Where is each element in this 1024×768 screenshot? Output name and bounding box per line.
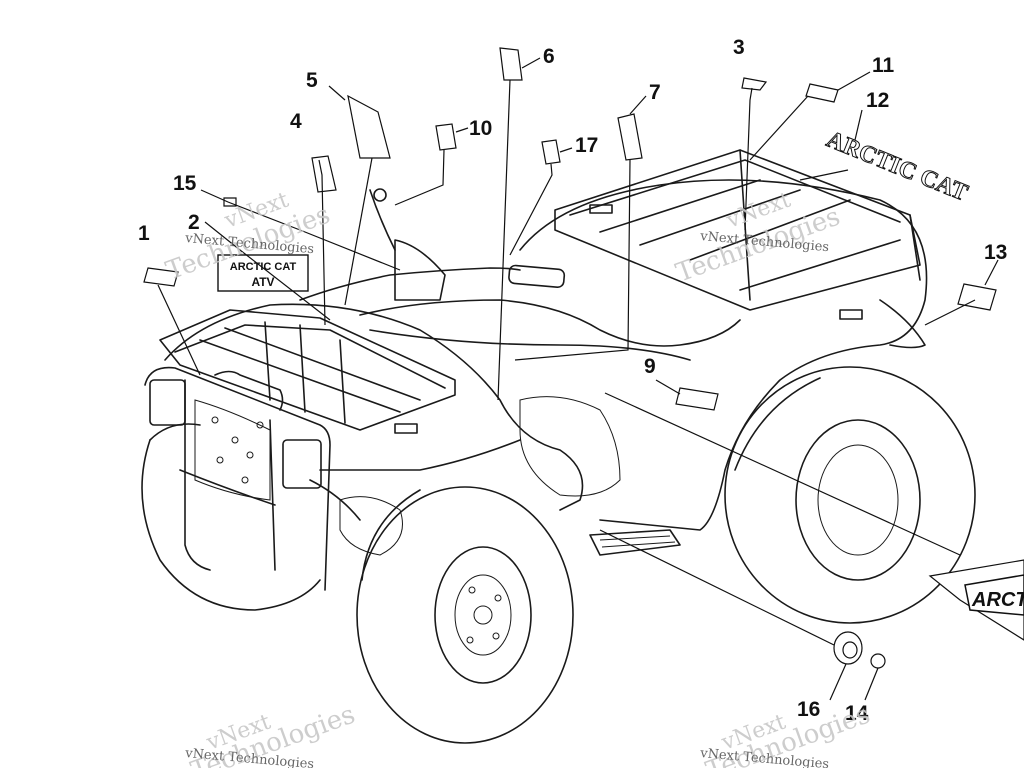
rear-wheel [724, 366, 976, 624]
callout-7: 7 [649, 81, 661, 104]
decal-4 [311, 155, 337, 193]
front-bumper [144, 366, 331, 591]
footrest [339, 396, 681, 556]
callout-5: 5 [306, 69, 318, 92]
callout-1: 1 [138, 222, 150, 245]
decal-14 [870, 653, 886, 669]
callout-4: 4 [290, 110, 302, 133]
decal-6 [499, 47, 523, 81]
decal-12-arctic-cat: ARCTIC CAT [823, 126, 971, 206]
decal-5 [347, 94, 391, 159]
callout-15: 15 [173, 172, 197, 195]
decal-3 [741, 77, 768, 91]
decal-10 [435, 123, 457, 151]
decal-2-line-1: ARCTIC CAT [230, 261, 297, 273]
atv-illustration [141, 149, 976, 744]
callout-16: 16 [797, 698, 820, 721]
handlebar [299, 188, 566, 301]
callout-12: 12 [866, 89, 889, 112]
callout-3: 3 [733, 36, 745, 59]
callout-6: 6 [543, 45, 555, 68]
decal-side-text: ARCTIC [971, 589, 1024, 611]
callout-13: 13 [984, 241, 1007, 264]
decal-side-arctic: ARCTIC [928, 559, 1024, 641]
callout-17: 17 [575, 134, 598, 157]
seat [359, 299, 741, 347]
decal-17 [541, 139, 561, 165]
front-rack [159, 309, 456, 434]
decal-7 [617, 113, 643, 161]
callout-2: 2 [188, 211, 200, 234]
decal-2-arctic-cat-atv: ARCTIC CAT ATV [217, 254, 309, 292]
front-left-wheel [141, 423, 321, 611]
decal-11 [805, 83, 839, 103]
callout-10: 10 [469, 117, 492, 140]
front-wheel [356, 486, 574, 744]
callout-9: 9 [644, 355, 656, 378]
decal-16 [833, 631, 863, 665]
callout-numbers: 1 2 3 4 5 6 7 9 10 11 12 13 14 15 16 17 [138, 36, 1007, 725]
leader-lines [157, 57, 999, 701]
decal-9 [675, 387, 719, 411]
callout-11: 11 [872, 54, 895, 77]
decal-1 [143, 267, 179, 287]
rear-rack [554, 149, 921, 320]
decal-2-line-2: ATV [251, 275, 274, 289]
callout-14: 14 [845, 702, 869, 725]
rear-fender [519, 179, 928, 531]
